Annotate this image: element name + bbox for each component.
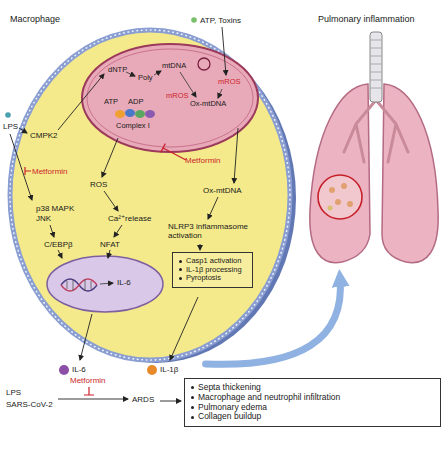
lps-molecule <box>5 112 11 118</box>
nucleus-outline <box>45 254 165 314</box>
label-text: p38 MAPK <box>36 204 74 213</box>
bullet-item: Collagen buildup <box>191 412 433 422</box>
lung-lobe <box>310 84 370 263</box>
outer-membrane <box>82 44 258 152</box>
label-text: ARDS <box>132 395 154 404</box>
label-text: NLRP3 inflammasome activation <box>168 222 256 240</box>
complex-subunit <box>135 110 145 118</box>
label-text: JNK <box>36 214 51 223</box>
label-text: CMPK2 <box>30 131 58 140</box>
bullet-item: IL-1β processing <box>179 266 245 275</box>
bullet-item: Septa thickening <box>191 383 433 393</box>
bronchi <box>344 100 408 162</box>
bullet-dot <box>191 386 194 389</box>
label-text: Ox-mtDNA <box>203 186 242 195</box>
bullet-item: Pyroptosis <box>179 274 245 283</box>
atp-molecule <box>191 17 197 23</box>
label-text: LPS <box>3 122 18 131</box>
lung-lobe <box>382 84 438 263</box>
dna-strand <box>61 279 97 291</box>
bullet-item: Macrophage and neutrophil infiltration <box>191 393 433 403</box>
mtdna-circle <box>198 58 210 70</box>
lung-illustration <box>300 12 442 274</box>
infiltrate-cell <box>328 206 333 211</box>
node-text: ATP <box>104 98 118 107</box>
node-text: Pulmonary inflammation <box>318 14 415 24</box>
inhibition-line <box>84 387 94 395</box>
trachea <box>370 32 382 102</box>
process-box: Casp1 activationIL-1β processingPyroptos… <box>172 252 253 288</box>
arrow-line <box>200 244 201 250</box>
outcome-box: Septa thickeningMacrophage and neutrophi… <box>184 378 441 427</box>
infiltrate-cell <box>329 187 335 193</box>
bullet-dot <box>191 416 194 419</box>
arrow-line <box>218 89 222 98</box>
bullet-dot <box>179 260 182 263</box>
node-text: mtDNA <box>162 62 186 71</box>
label-text: ATP, Toxins <box>200 16 241 25</box>
arrow-line <box>100 283 113 284</box>
il6-molecule <box>59 365 69 375</box>
bullet-item: Casp1 activation <box>179 257 245 266</box>
lung-figure: Pulmonary inflammation <box>300 12 442 274</box>
complex-subunit <box>145 110 155 118</box>
infiltrate-cell <box>335 199 341 205</box>
bullet-dot <box>179 277 182 280</box>
complex-subunit <box>125 109 135 117</box>
label-text: NFAT <box>100 240 120 249</box>
label-text: C/EBPβ <box>44 240 73 249</box>
node-text: Complex I <box>116 122 150 131</box>
membrane-dots <box>10 30 290 360</box>
bullet-dot <box>191 396 194 399</box>
trachea-rings <box>370 40 382 88</box>
nucleus-envelope <box>47 256 163 312</box>
node-text: dNTP <box>108 66 127 75</box>
arrow-line <box>160 401 181 402</box>
node-text: Macrophage <box>10 14 60 24</box>
dna-strand <box>61 279 97 291</box>
bullet-dot <box>191 406 194 409</box>
label-text: Ca²⁺release <box>108 214 151 223</box>
node-text: ADP <box>128 98 143 107</box>
label-text: IL-6 <box>72 365 86 374</box>
il1b-molecule <box>147 365 157 375</box>
infiltrate-cell <box>341 183 347 189</box>
arrow-line <box>154 71 161 75</box>
node-text: IL-6 <box>117 278 131 287</box>
inflamed-region <box>318 175 362 219</box>
label-text: Metformin <box>185 156 221 165</box>
label-text: LPS <box>6 388 21 397</box>
infiltrate-cell <box>347 201 353 207</box>
macrophage-cell: Macrophage dNTPPolymtDNAmROSATPADPmROSOx… <box>5 12 300 364</box>
label-text: ROS <box>90 180 107 189</box>
bullet-dot <box>179 268 182 271</box>
label-text: Metformin <box>32 167 68 176</box>
complex-subunit <box>115 110 125 118</box>
node-text: mROS <box>218 78 241 87</box>
cytoplasm <box>10 30 290 360</box>
nucleus: IL-6 <box>45 254 165 314</box>
dna-rungs <box>67 279 91 291</box>
bullet-item: Pulmonary edema <box>191 403 433 413</box>
label-text: IL-1β <box>160 365 178 374</box>
label-text: SARS-CoV-2 <box>6 400 53 409</box>
inner-membrane <box>87 49 253 147</box>
arrow-line <box>126 72 135 76</box>
label-text: Metformin <box>70 376 106 385</box>
node-text: mROS <box>166 92 189 101</box>
arrow-line <box>58 399 128 400</box>
node-text: Ox-mtDNA <box>190 100 226 109</box>
node-text: Poly <box>138 74 153 83</box>
mitochondrion: dNTPPolymtDNAmROSATPADPmROSOx-mtDNACompl… <box>80 42 260 154</box>
